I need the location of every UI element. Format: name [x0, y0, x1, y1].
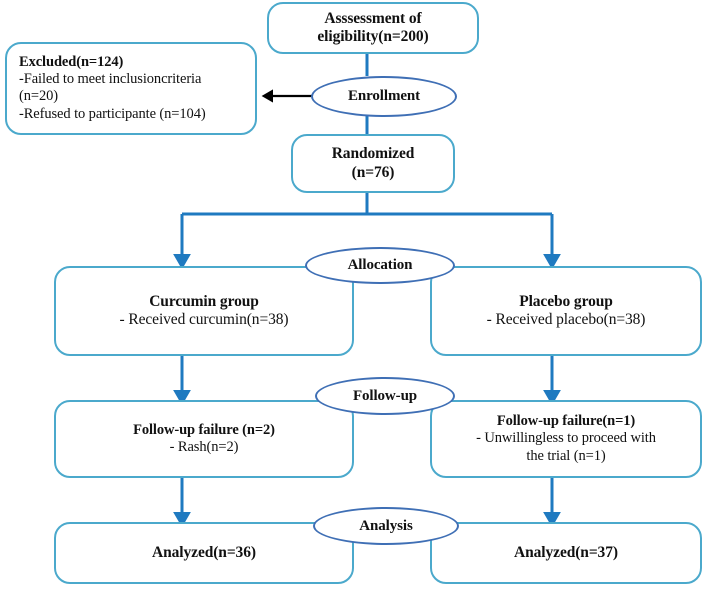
node-assessment-of-eligibility[interactable]: Asssessment of eligibility(n=200) — [267, 2, 479, 54]
node-placebo-group[interactable]: Placebo group - Received placebo(n=38) — [430, 266, 702, 356]
node-randomized[interactable]: Randomized (n=76) — [291, 134, 455, 193]
phase-followup[interactable]: Follow-up — [315, 377, 455, 415]
phase-allocation-label: Allocation — [347, 257, 413, 273]
excluded-line-4: -Refused to participante (n=104) — [19, 105, 206, 122]
randomized-line-2: (n=76) — [351, 163, 395, 181]
node-curcumin-group[interactable]: Curcumin group - Received curcumin(n=38) — [54, 266, 354, 356]
node-excluded[interactable]: Excluded(n=124) -Failed to meet inclusio… — [5, 42, 257, 135]
curcumin-line-1: Curcumin group — [149, 292, 259, 310]
excluded-line-2: -Failed to meet inclusioncriteria — [19, 70, 202, 87]
excluded-line-3: (n=20) — [19, 88, 58, 105]
curcumin-line-2: - Received curcumin(n=38) — [119, 310, 289, 328]
followup-left-line-1: Follow-up failure (n=2) — [133, 421, 275, 438]
phase-followup-label: Follow-up — [352, 387, 418, 404]
placebo-line-1: Placebo group — [519, 292, 613, 310]
analyzed-left-line-1: Analyzed(n=36) — [152, 543, 256, 561]
node-followup-failure-right[interactable]: Follow-up failure(n=1) - Unwillingless t… — [430, 400, 702, 478]
assessment-line-2: eligibility(n=200) — [317, 28, 429, 45]
node-followup-failure-left[interactable]: Follow-up failure (n=2) - Rash(n=2) — [54, 400, 354, 478]
placebo-line-2: - Received placebo(n=38) — [486, 310, 646, 328]
followup-right-line-3: the trial (n=1) — [526, 447, 606, 464]
randomized-line-1: Randomized — [331, 145, 415, 163]
phase-analysis[interactable]: Analysis — [313, 507, 459, 545]
phase-enrollment[interactable]: Enrollment — [311, 76, 457, 117]
followup-right-line-1: Follow-up failure(n=1) — [496, 413, 636, 430]
node-analyzed-right[interactable]: Analyzed(n=37) — [430, 522, 702, 584]
analyzed-right-line-1: Analyzed(n=37) — [514, 543, 618, 561]
phase-enrollment-label: Enrollment — [347, 88, 421, 104]
phase-analysis-label: Analysis — [359, 517, 413, 534]
followup-left-line-2: - Rash(n=2) — [169, 438, 239, 455]
excluded-line-1: Excluded(n=124) — [19, 53, 124, 70]
phase-allocation[interactable]: Allocation — [305, 247, 455, 284]
followup-right-line-2: - Unwillingless to proceed with — [476, 430, 656, 447]
node-analyzed-left[interactable]: Analyzed(n=36) — [54, 522, 354, 584]
assessment-line-1: Asssessment of — [324, 9, 422, 27]
